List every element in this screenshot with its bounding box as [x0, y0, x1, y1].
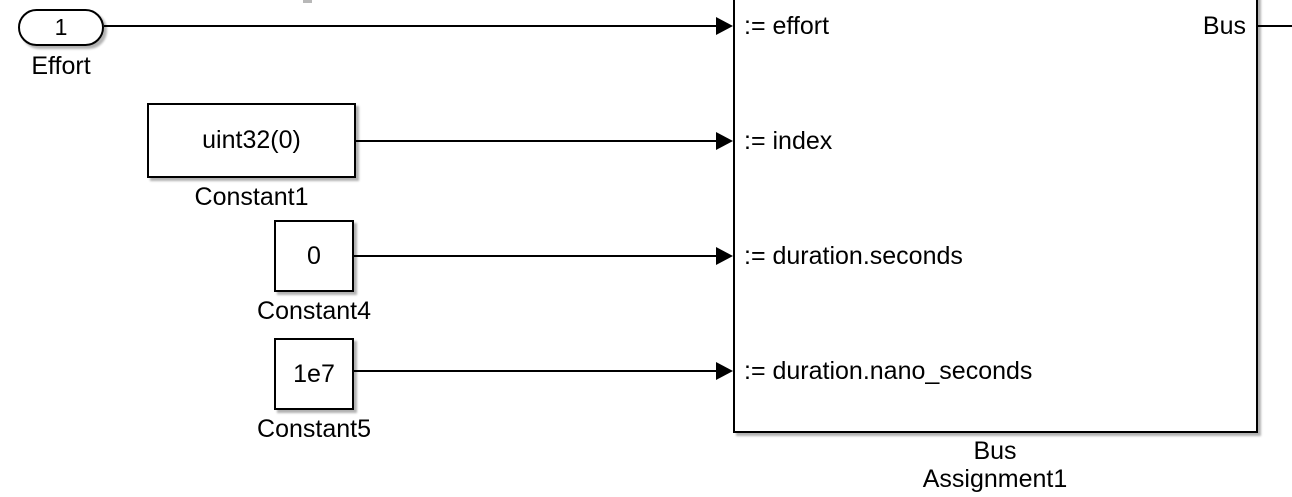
constant1-value: uint32(0)	[202, 126, 301, 154]
bus-assignment-label-line2: Assignment1	[922, 465, 1068, 493]
constant5-label: Constant5	[257, 415, 371, 443]
constant-block-constant4[interactable]: 0	[274, 220, 354, 292]
arrowhead-port-duration-seconds	[716, 247, 733, 265]
bus-input-port-label-duration-nano-seconds: := duration.nano_seconds	[744, 357, 1033, 385]
constant5-value: 1e7	[293, 359, 335, 388]
constant4-label: Constant4	[257, 297, 371, 325]
arrowhead-port-effort	[716, 17, 733, 35]
bus-assignment-label-line1: Bus	[973, 437, 1017, 465]
constant1-label: Constant1	[194, 183, 309, 211]
inport-number: 1	[54, 14, 68, 40]
wire-effort-to-bus	[104, 25, 716, 27]
constant4-value: 0	[307, 241, 321, 270]
bus-assignment-label: Bus Assignment1	[845, 437, 1145, 493]
wire-constant5-to-bus	[354, 370, 716, 372]
inport-effort-label: Effort	[31, 52, 91, 80]
bus-input-port-label-effort: := effort	[744, 12, 830, 40]
wire-bus-output	[1258, 25, 1292, 27]
wire-constant4-to-bus	[354, 255, 716, 257]
bus-input-port-label-index: := index	[744, 127, 833, 155]
constant-block-constant5[interactable]: 1e7	[274, 338, 354, 410]
bus-assignment-block[interactable]	[733, 0, 1258, 433]
arrowhead-port-index	[716, 132, 733, 150]
inport-effort[interactable]: 1	[18, 9, 104, 46]
constant-block-constant1[interactable]: uint32(0)	[147, 103, 356, 178]
wire-constant1-to-bus	[356, 140, 716, 142]
arrowhead-port-duration-nano-seconds	[716, 362, 733, 380]
bus-output-port-label: Bus	[1202, 12, 1246, 40]
bus-input-port-label-duration-seconds: := duration.seconds	[744, 242, 963, 270]
cropped-label-artifact	[303, 0, 312, 3]
